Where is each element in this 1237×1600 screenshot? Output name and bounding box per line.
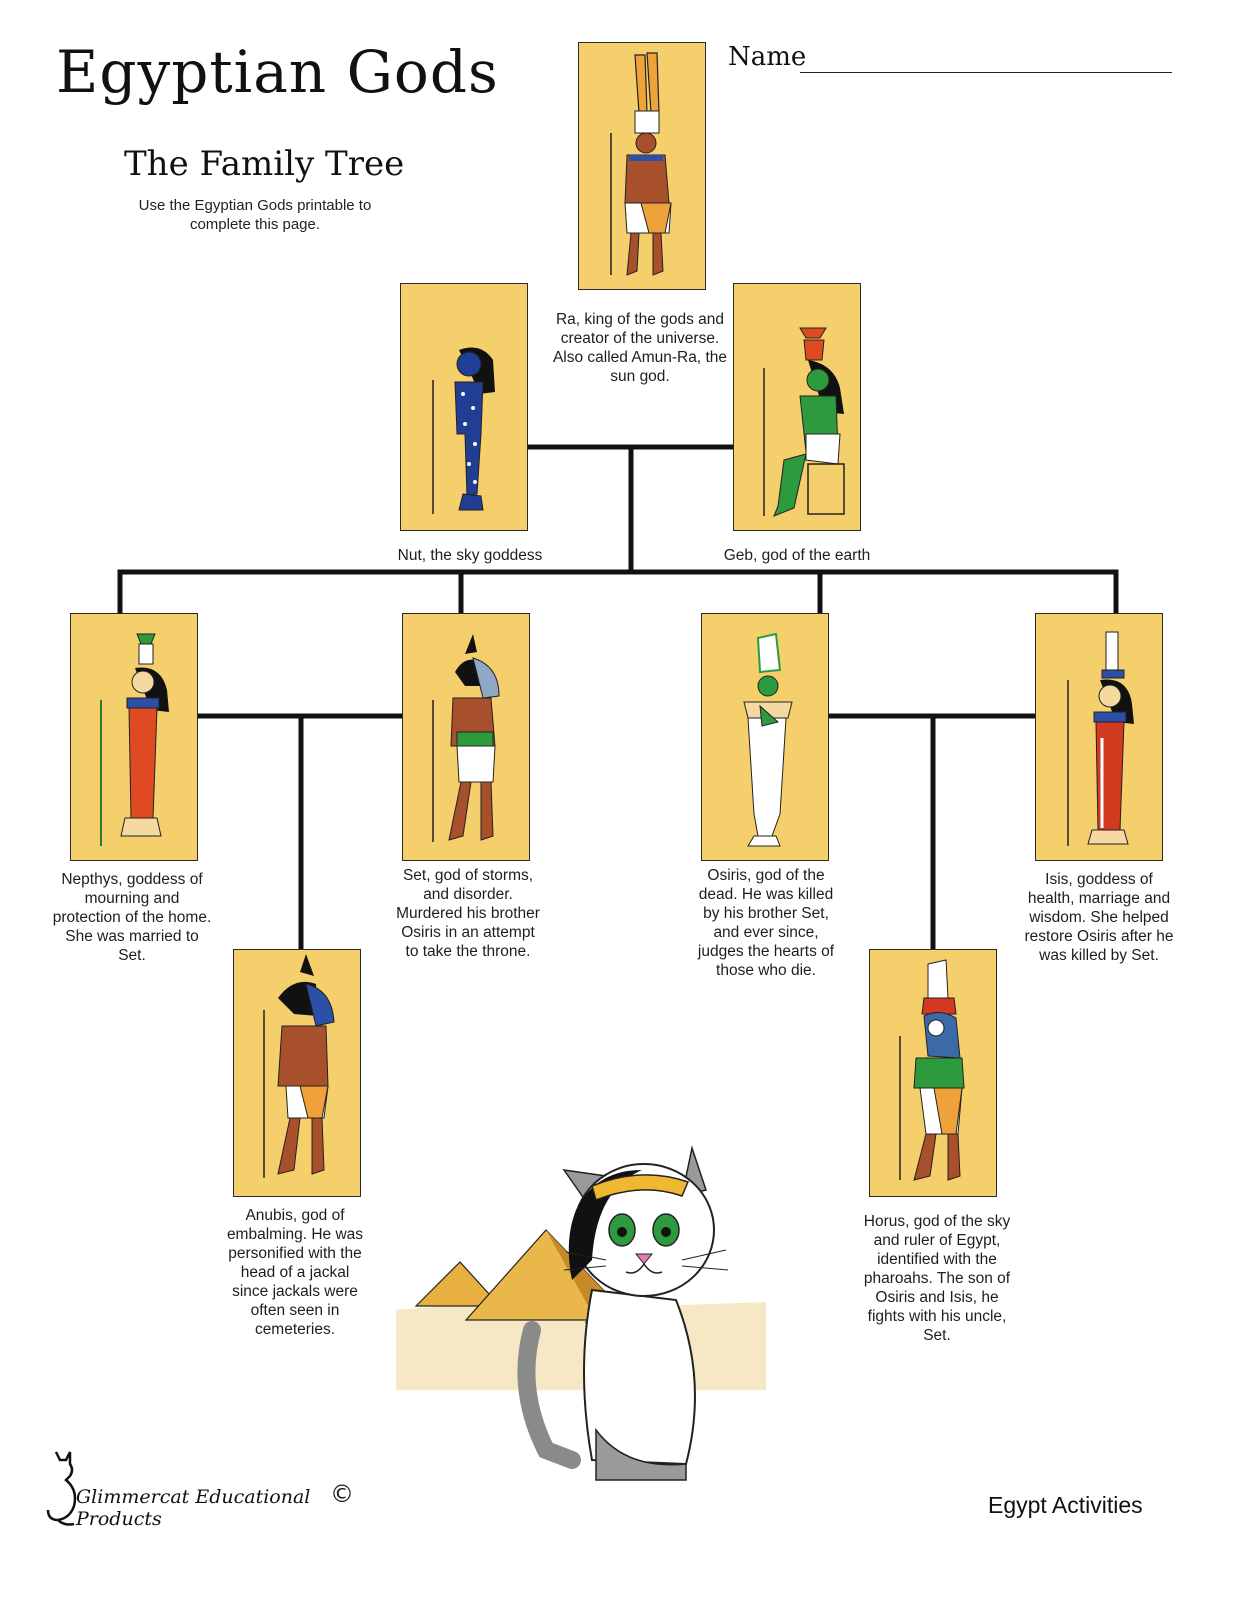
isis-figure-icon (1067, 631, 1134, 846)
osiris-caption: Osiris, god of the dead. He was killed b… (697, 867, 835, 979)
nut-card (400, 283, 528, 531)
ra-caption: Ra, king of the gods and creator of the … (552, 311, 728, 385)
geb-card (733, 283, 861, 531)
geb-figure-icon (763, 327, 845, 517)
publisher-logo: Glimmercat Educational Products © (44, 1446, 364, 1530)
nut-figure-icon (432, 347, 495, 514)
nut-caption: Nut, the sky goddess (397, 547, 543, 564)
nepthys-card (70, 613, 198, 861)
ra-figure-icon (610, 52, 672, 276)
horus-figure-icon (899, 959, 965, 1181)
horus-caption: Horus, god of the sky and ruler of Egypt… (863, 1213, 1011, 1344)
isis-caption: Isis, goddess of health, marriage and wi… (1024, 871, 1174, 964)
cat-pharaoh-illustration (396, 1145, 766, 1481)
page-title: Egyptian Gods (56, 38, 499, 106)
geb-caption: Geb, god of the earth (723, 547, 871, 564)
copyright-icon: © (330, 1480, 354, 1508)
anubis-caption: Anubis, god of embalming. He was personi… (226, 1207, 364, 1338)
anubis-figure-icon (263, 954, 335, 1178)
set-caption: Set, god of storms, and disorder. Murder… (396, 867, 540, 960)
osiris-card (701, 613, 829, 861)
nepthys-figure-icon (100, 633, 169, 846)
page-subtitle: The Family Tree (124, 144, 405, 184)
osiris-figure-icon (743, 632, 793, 847)
cat-silhouette-icon (46, 1451, 77, 1526)
instructions-text: Use the Egyptian Gods printable to compl… (138, 197, 372, 233)
publisher-brand: Glimmercat Educational Products (76, 1486, 311, 1530)
section-label: Egypt Activities (988, 1492, 1143, 1518)
horus-card (869, 949, 997, 1197)
name-label: Name (728, 42, 807, 72)
set-figure-icon (432, 634, 500, 842)
nepthys-caption: Nepthys, goddess of mourning and protect… (52, 871, 212, 964)
isis-card (1035, 613, 1163, 861)
name-input-line[interactable] (800, 72, 1172, 73)
set-card (402, 613, 530, 861)
ra-card (578, 42, 706, 290)
anubis-card (233, 949, 361, 1197)
